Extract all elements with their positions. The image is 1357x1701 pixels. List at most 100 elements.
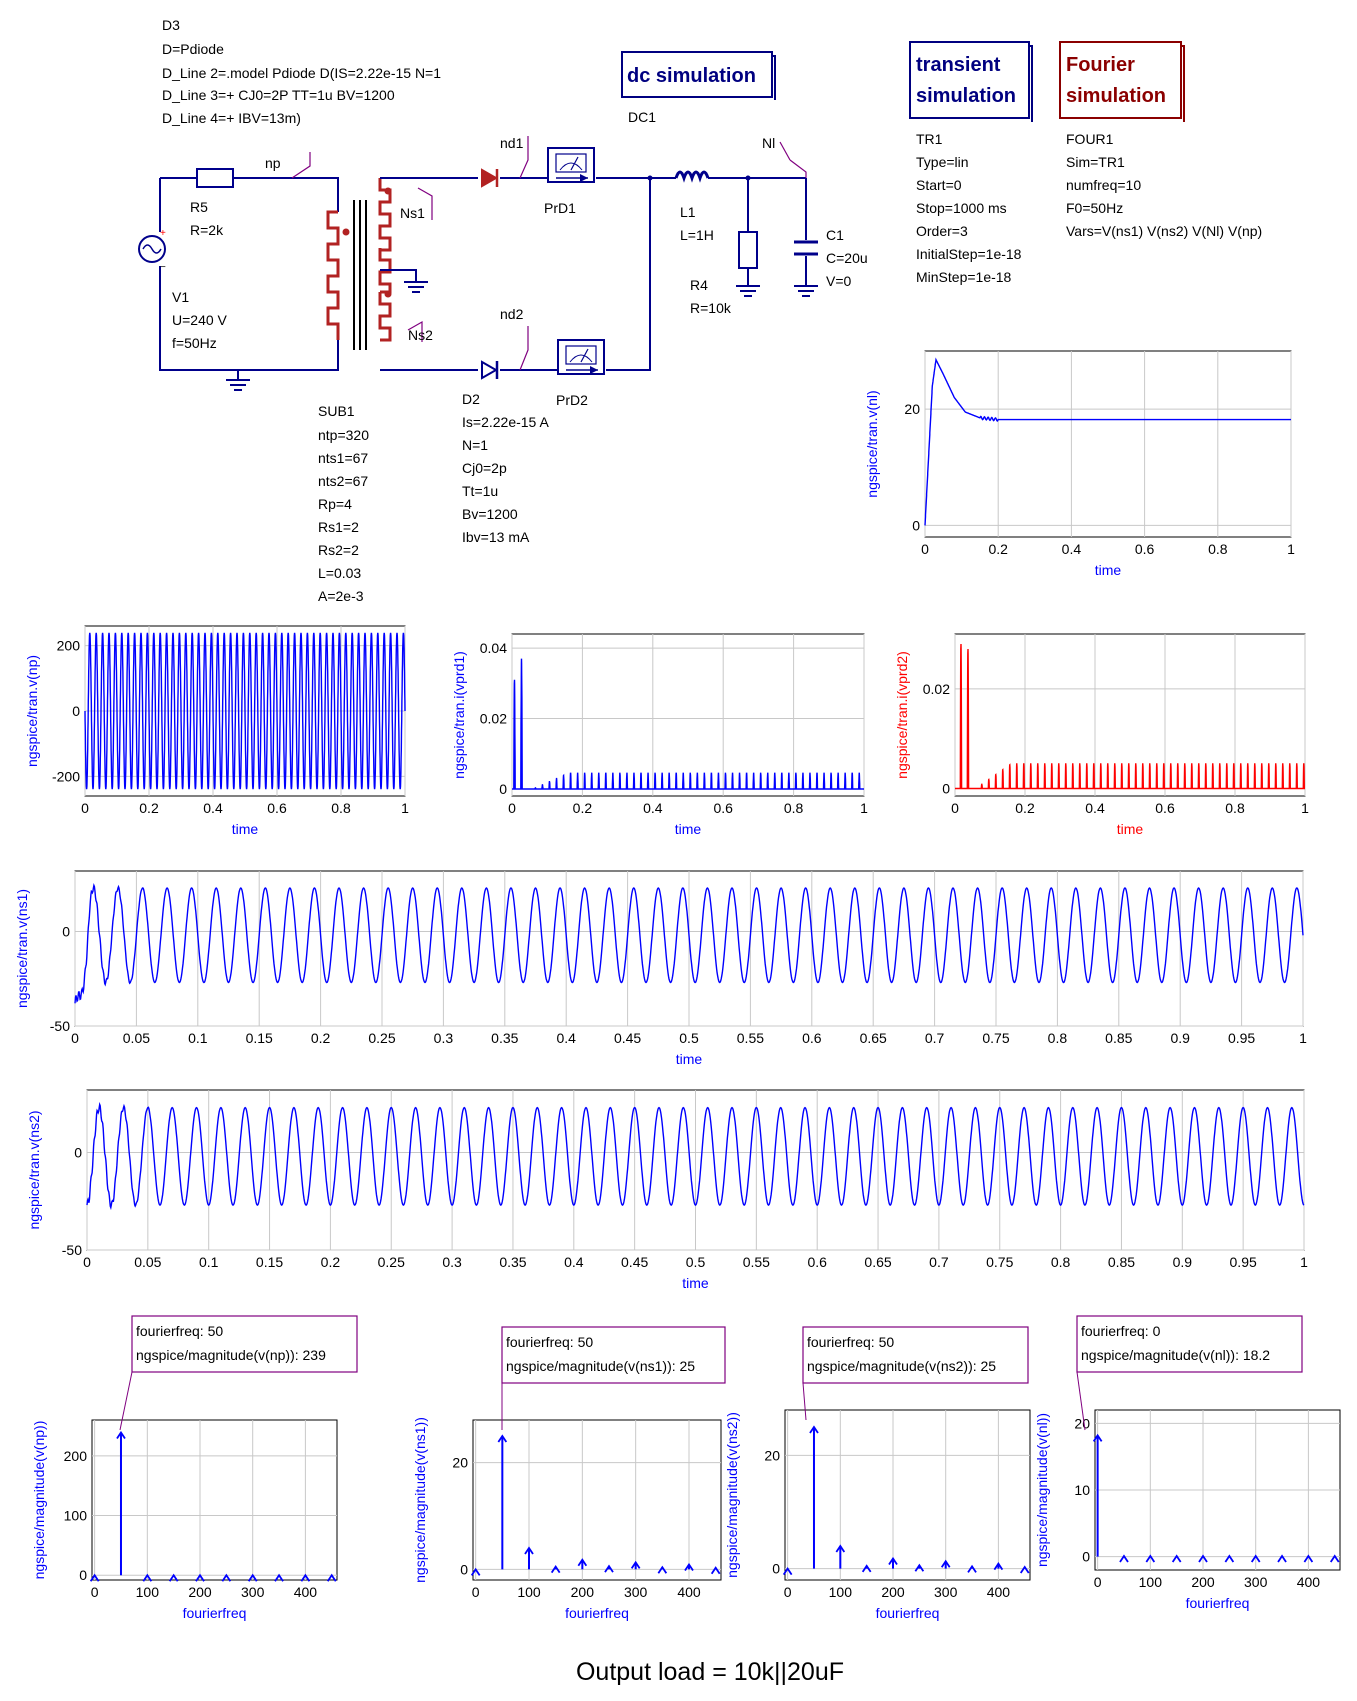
spectrum-bar-arrowhead	[1224, 1554, 1235, 1563]
marker-box[interactable]	[802, 1326, 1029, 1384]
transformer-sub1[interactable]	[326, 178, 392, 350]
x-tick-label: 0.15	[256, 1254, 283, 1270]
sub1-rs2: Rs2=2	[318, 542, 359, 558]
fourier-simulation-block[interactable]: Fourier simulation	[1059, 41, 1185, 122]
series-line-vns2[interactable]	[86, 1101, 1305, 1211]
tran-min-step: MinStep=1e-18	[916, 269, 1012, 285]
fourier-name: FOUR1	[1066, 131, 1114, 147]
y-tick-label: -200	[52, 768, 80, 784]
x-tick-label: 0	[472, 1584, 480, 1600]
x-tick-label: 0.6	[267, 800, 287, 816]
marker-line-2: ngspice/magnitude(v(nl)): 18.2	[1081, 1347, 1270, 1363]
c1-capacitor-symbol[interactable]	[794, 240, 818, 256]
series-line-iprd2[interactable]	[955, 643, 1305, 790]
y-tick-label: 0	[1082, 1549, 1090, 1565]
spectrum-bar-arrowhead	[967, 1564, 977, 1573]
x-tick-label: 1	[1300, 1254, 1308, 1270]
x-tick-label: 0.05	[123, 1030, 150, 1046]
marker-line-1: fourierfreq: 50	[807, 1334, 894, 1350]
spectrum-bar-arrowhead	[710, 1566, 721, 1575]
series-line-vnp[interactable]	[84, 632, 406, 790]
y-axis-label: ngspice/tran.v(ns1)	[14, 889, 30, 1008]
x-tick-label: 0.4	[564, 1254, 584, 1270]
dc-simulation-block[interactable]: dc simulation	[621, 51, 776, 100]
marker-line-2: ngspice/magnitude(v(np)): 239	[136, 1347, 326, 1363]
y-axis-label: ngspice/tran.v(np)	[24, 655, 40, 767]
x-tick-label: 0.8	[784, 800, 804, 816]
x-tick-label: 0.2	[573, 800, 593, 816]
y-tick-label: 0.02	[480, 711, 507, 727]
sub1-a: A=2e-3	[318, 588, 364, 604]
d3-component[interactable]: D3 D=Pdiode D_Line 2=.model Pdiode D(IS=…	[162, 17, 441, 126]
spectrum-bar-arrowhead	[470, 1567, 481, 1576]
sub1-l: L=0.03	[318, 565, 361, 581]
c1-initial-voltage: V=0	[826, 273, 852, 289]
d3-diode-symbol[interactable]	[481, 168, 499, 188]
d2-diode-symbol[interactable]	[481, 360, 499, 380]
np-node-label: np	[265, 155, 281, 171]
x-tick-label: 0.4	[203, 800, 223, 816]
d2-ibv: Ibv=13 mA	[462, 529, 530, 545]
sub1-rs1: Rs1=2	[318, 519, 359, 535]
spectrum-bar-arrowhead	[142, 1573, 153, 1582]
spectrum-bar-arrowhead	[1019, 1565, 1030, 1574]
x-tick-label: 0	[508, 800, 516, 816]
x-tick-label: 0.95	[1228, 1030, 1255, 1046]
spectrum-bar-arrowhead	[914, 1563, 925, 1572]
plot-frame	[511, 633, 865, 797]
prd2-current-probe[interactable]	[557, 339, 605, 375]
series-line-vnl[interactable]	[924, 357, 1291, 526]
x-tick-label: 1	[1301, 800, 1309, 816]
transient-simulation-block[interactable]: transient simulation	[909, 41, 1033, 122]
tran-name: TR1	[916, 131, 943, 147]
series-line-iprd1[interactable]	[512, 658, 864, 790]
marker-box[interactable]	[501, 1326, 726, 1384]
v1-name: V1	[172, 289, 189, 305]
x-tick-label: 0.2	[988, 541, 1008, 557]
svg-text:−: −	[160, 262, 166, 273]
l1-inductor-symbol[interactable]	[674, 170, 710, 183]
v1-source-symbol[interactable]: + −	[138, 228, 166, 273]
x-tick-label: 0.85	[1108, 1254, 1135, 1270]
ns1-node-label: Ns1	[400, 205, 425, 221]
x-axis-label: fourierfreq	[876, 1605, 940, 1621]
x-axis-label: time	[232, 821, 259, 837]
r5-resistor-symbol[interactable]	[196, 168, 234, 188]
y-axis-label: ngspice/tran.v(ns2)	[26, 1110, 42, 1229]
series-line-vns1[interactable]	[74, 882, 1304, 1004]
spectrum-bar-arrowhead	[116, 1430, 126, 1440]
marker-box[interactable]	[131, 1315, 358, 1373]
marker-line-1: fourierfreq: 0	[1081, 1323, 1161, 1339]
y-axis-label: ngspice/magnitude(v(ns1))	[412, 1417, 428, 1583]
spectrum-bar-arrowhead	[1145, 1554, 1156, 1563]
marker-box[interactable]	[1076, 1315, 1303, 1373]
l1-value: L=1H	[680, 227, 714, 243]
spectrum-bar-arrowhead	[684, 1562, 694, 1572]
x-tick-label: 1	[401, 800, 409, 816]
spectrum-bar-arrowhead	[274, 1573, 284, 1582]
x-tick-label: 200	[1191, 1574, 1215, 1590]
y-axis-label: ngspice/magnitude(v(nl))	[1034, 1413, 1050, 1567]
x-tick-label: 0.25	[378, 1254, 405, 1270]
fourier-sim: Sim=TR1	[1066, 154, 1125, 170]
y-tick-label: 0	[74, 1144, 82, 1160]
spectrum-bar-arrowhead	[326, 1573, 337, 1582]
spectrum-bar-arrowhead	[657, 1565, 668, 1574]
marker-leader-line	[802, 1382, 807, 1421]
prd1-current-probe[interactable]	[547, 147, 595, 183]
x-tick-label: 0.4	[1085, 800, 1105, 816]
x-tick-label: 0	[71, 1030, 79, 1046]
r4-resistor-symbol[interactable]	[738, 231, 758, 269]
marker-line-2: ngspice/magnitude(v(ns2)): 25	[807, 1358, 996, 1374]
